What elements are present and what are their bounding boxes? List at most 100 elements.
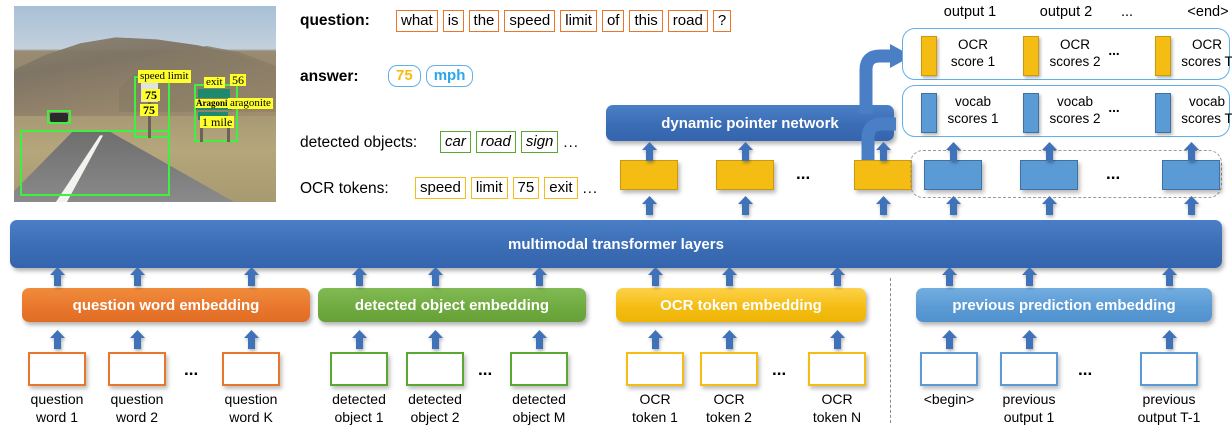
ocr-token: 75 (512, 177, 540, 200)
input-caption-line1: detected (512, 391, 566, 407)
example-image: speed limit 75 75 exit 56 Aragonite arag… (14, 6, 276, 202)
up-arrow-icon (1021, 330, 1037, 349)
up-arrow-icon (829, 330, 845, 349)
vocab-score-line2: scores T (1181, 110, 1232, 126)
input-caption-line2: word 1 (35, 409, 79, 426)
question-token: what (396, 10, 438, 33)
up-arrow-icon (737, 196, 753, 215)
input-box (700, 352, 758, 386)
input-caption-line1: detected (408, 391, 462, 407)
question-token: this (629, 10, 663, 33)
question-token: of (601, 10, 625, 33)
up-arrow-icon (531, 330, 547, 349)
answer-token: 75 (388, 65, 421, 87)
ocr-score-bar (1155, 36, 1171, 76)
input-caption-line1: OCR (821, 391, 853, 407)
up-arrow-icon (49, 267, 65, 286)
input-caption-line2: object 2 (410, 409, 460, 426)
input-caption-line1: <begin> (923, 391, 975, 407)
ellipsis: ... (184, 360, 199, 379)
vocab-score-bar (921, 93, 937, 133)
vocab-score-bar (1023, 93, 1039, 133)
detected-object-token: road (475, 131, 516, 154)
up-arrow-icon (1041, 196, 1057, 215)
input-box (920, 352, 978, 386)
up-arrow-icon (1021, 267, 1037, 286)
up-arrow-icon (1161, 330, 1177, 349)
question-token: road (667, 10, 708, 33)
input-caption-line1: question (224, 391, 278, 407)
up-arrow-icon (1183, 142, 1199, 161)
ocr-token-embedding-bar[interactable]: OCR token embedding (616, 288, 866, 322)
question-word-embedding-bar[interactable]: question word embedding (22, 288, 310, 322)
vocab-score-line1: vocab (1056, 94, 1094, 109)
input-caption-line2: word K (229, 409, 273, 426)
input-caption: OCR token N (794, 390, 880, 426)
sign-post-right (227, 120, 230, 142)
previous-prediction-embedding-bar[interactable]: previous prediction embedding (916, 288, 1212, 322)
up-arrow-icon (243, 330, 259, 349)
answer-token: mph (425, 65, 474, 87)
up-arrow-icon (721, 330, 737, 349)
ellipsis: ... (478, 360, 493, 379)
vocab-score-bar (1155, 93, 1171, 133)
ocr-token: exit (544, 177, 578, 200)
up-arrow-icon (875, 142, 891, 161)
ellipsis: ... (796, 164, 811, 183)
ocr-feature-box (716, 160, 774, 190)
ocr-feature-boxes: ... (606, 146, 912, 202)
detected-objects-label: detected objects: (300, 134, 418, 151)
input-box (1000, 352, 1058, 386)
detected-object-token: car (440, 131, 471, 154)
ellipsis: ... (1106, 164, 1121, 183)
up-arrow-icon (351, 330, 367, 349)
input-box (222, 352, 280, 386)
output-header: output 1 (943, 4, 997, 20)
ocr-tag-75-a: 75 (142, 89, 160, 101)
ocr-score-bar (921, 36, 937, 76)
detected-object-embedding-bar[interactable]: detected object embedding (318, 288, 586, 322)
ellipsis: ... (563, 133, 579, 151)
up-arrow-icon (1183, 196, 1199, 215)
dynamic-pointer-network-bar[interactable]: dynamic pointer network (606, 105, 894, 141)
ocr-score-line1: OCR (1060, 37, 1090, 52)
input-box (406, 352, 464, 386)
ocr-score-line2: score 1 (950, 53, 996, 69)
up-arrow-icon (49, 330, 65, 349)
decoder-divider (890, 278, 891, 423)
input-caption-line2: object 1 (334, 409, 384, 426)
ellipsis: ... (1078, 360, 1093, 379)
input-caption-line2: output T-1 (1137, 409, 1201, 426)
ocr-tag-exit: exit (204, 76, 225, 88)
up-arrow-icon (641, 196, 657, 215)
ocr-tag-75-b: 75 (140, 104, 158, 116)
detected-object-token: sign (520, 131, 559, 154)
up-arrow-icon (941, 330, 957, 349)
input-box (28, 352, 86, 386)
multimodal-transformer-bar[interactable]: multimodal transformer layers (10, 220, 1222, 268)
input-caption-line2: token 1 (632, 409, 678, 426)
ocr-score-bar (1023, 36, 1039, 76)
question-token: is (442, 10, 464, 33)
up-arrow-icon (945, 142, 961, 161)
ocr-token: limit (470, 177, 508, 200)
up-arrow-icon (829, 267, 845, 286)
up-arrow-icon (721, 267, 737, 286)
up-arrow-icon (129, 330, 145, 349)
question-token: limit (560, 10, 597, 33)
up-arrow-icon (243, 267, 259, 286)
vocab-score-line2: scores 2 (1049, 110, 1101, 126)
input-caption-line1: previous (1002, 391, 1056, 407)
input-caption-line2: token N (812, 409, 862, 426)
pointer-to-ocr-scores-arrow (859, 44, 912, 114)
